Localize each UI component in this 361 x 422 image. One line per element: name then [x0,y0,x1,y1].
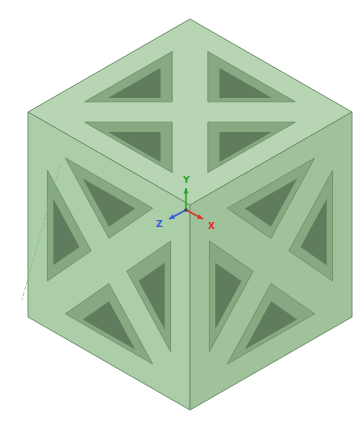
inner-lattice-shadow [108,132,161,162]
window-hole [127,241,171,352]
window-hole [227,158,314,238]
inner-lattice-shadow [53,199,79,265]
sketch-line [22,165,60,300]
left-face [28,112,190,410]
inner-lattice-shadow [83,301,135,349]
inner-lattice-shadow [220,132,273,162]
inner-lattice-shadow [83,178,135,226]
axis-label: Z [156,220,163,229]
inner-lattice-shadow [301,199,327,265]
axis-label: X [208,222,215,231]
window-hole [47,170,91,281]
inner-lattice-shadow [220,68,273,98]
window-hole [208,52,295,102]
inner-lattice-shadow [215,263,241,329]
x-axis-head [197,214,203,219]
right-face [190,112,352,410]
z-axis [169,210,186,219]
window-hole [209,241,253,352]
inner-lattice-shadow [139,263,165,329]
inner-lattice-shadow [245,178,297,226]
window-hole [65,284,152,364]
z-axis-head [169,214,175,219]
window-hole [65,158,152,238]
inner-lattice-shadow [108,68,161,98]
inner-lattice-shadow [245,301,297,349]
window-hole [289,170,333,281]
origin-dot [184,208,188,212]
x-axis [186,210,203,219]
window-hole [85,52,173,102]
y-axis-head [183,188,188,193]
window-hole [227,284,314,364]
axis-label: Y [183,176,190,185]
